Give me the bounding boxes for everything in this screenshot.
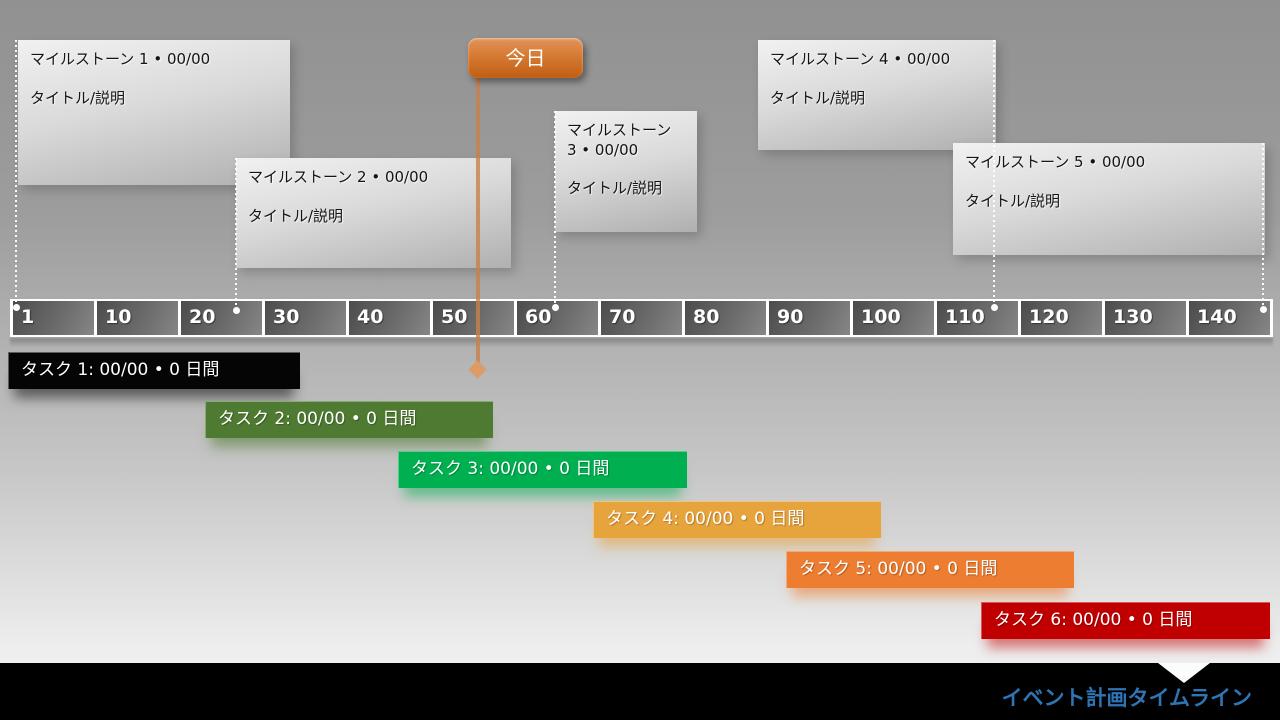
milestone-title: マイルストーン 3 • 00/00 [567,121,672,159]
timeline-tick: 40 [349,301,430,335]
task-bar-label: タスク 6: 00/00 • 0 日間 [994,610,1193,630]
task-bar-label: タスク 2: 00/00 • 0 日間 [218,409,417,429]
task-bar-3[interactable]: タスク 3: 00/00 • 0 日間 [398,451,687,488]
milestone-description: タイトル/説明 [567,179,663,197]
task-bar-label: タスク 4: 00/00 • 0 日間 [606,509,805,529]
timeline-tick: 30 [265,301,346,335]
timeline-tick: 110 [937,301,1018,335]
milestone-connector-line [15,40,17,304]
timeline-tick: 60 [517,301,598,335]
task-bar-label: タスク 1: 00/00 • 0 日間 [21,360,220,380]
milestone-connector-dot [991,304,998,311]
milestone-connector-line [554,111,556,307]
timeline-tick: 1 [13,301,94,335]
task-bar-label: タスク 3: 00/00 • 0 日間 [411,459,610,479]
milestone-title: マイルストーン 5 • 00/00 [965,153,1146,171]
footer-bar [0,663,1280,720]
timeline-tick: 70 [601,301,682,335]
ruler-shadow [10,338,1273,347]
timeline-tick: 10 [97,301,178,335]
task-bar-2[interactable]: タスク 2: 00/00 • 0 日間 [205,401,493,438]
timeline-tick: 50 [433,301,514,335]
today-line [476,78,480,365]
timeline-ruler[interactable]: 1 10 20 30 40 50 60 70 80 90 100 110 120… [10,299,1273,337]
milestone-description: タイトル/説明 [965,191,1061,210]
milestone-connector-line [235,158,237,308]
slide-title[interactable]: イベント計画タイムライン [1001,686,1252,710]
milestone-card-4[interactable]: マイルストーン 4 • 00/00 タイトル/説明 [758,40,996,150]
timeline-tick: 90 [769,301,850,335]
milestone-title: マイルストーン 1 • 00/00 [30,50,211,68]
timeline-tick: 130 [1105,301,1186,335]
milestone-connector-dot [552,304,559,311]
milestone-connector-dot [1260,306,1267,313]
milestone-description: タイトル/説明 [30,88,126,107]
milestone-connector-dot [233,307,240,314]
timeline-tick: 140 [1189,301,1270,335]
milestone-card-2[interactable]: マイルストーン 2 • 00/00 タイトル/説明 [236,158,511,268]
milestone-card-1[interactable]: マイルストーン 1 • 00/00 タイトル/説明 [18,40,290,185]
task-bar-1[interactable]: タスク 1: 00/00 • 0 日間 [8,352,300,389]
timeline-tick: 80 [685,301,766,335]
milestone-card-5[interactable]: マイルストーン 5 • 00/00 タイトル/説明 [953,143,1265,255]
milestone-title: マイルストーン 2 • 00/00 [248,168,429,186]
task-bar-label: タスク 5: 00/00 • 0 日間 [799,559,998,579]
task-bar-6[interactable]: タスク 6: 00/00 • 0 日間 [981,602,1270,639]
milestone-connector-line [1262,143,1264,307]
today-arrow-icon [468,360,487,379]
milestone-description: タイトル/説明 [248,206,344,225]
milestone-title: マイルストーン 4 • 00/00 [770,50,951,68]
timeline-tick: 100 [853,301,934,335]
timeline-tick: 120 [1021,301,1102,335]
today-badge[interactable]: 今日 [468,38,583,78]
task-bar-4[interactable]: タスク 4: 00/00 • 0 日間 [593,501,881,538]
milestone-description: タイトル/説明 [770,88,866,107]
milestone-connector-dot [13,304,20,311]
milestone-card-3[interactable]: マイルストーン 3 • 00/00 タイトル/説明 [555,111,697,232]
task-bar-5[interactable]: タスク 5: 00/00 • 0 日間 [786,551,1074,588]
timeline-tick: 20 [181,301,262,335]
milestone-connector-line [993,40,995,304]
